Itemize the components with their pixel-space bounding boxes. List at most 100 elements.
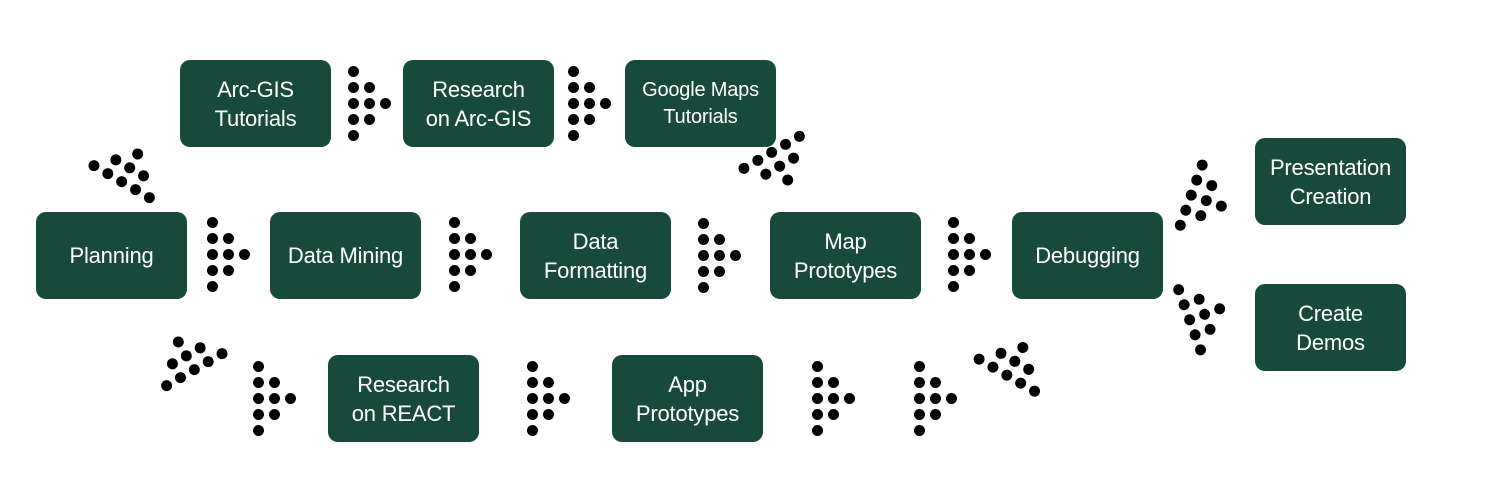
connector-dot [948,233,959,244]
connector-dot [930,409,941,420]
connector-dot [980,249,991,260]
connector-dot [348,82,359,93]
arrow-debugging-to-create-demos-diagonal-icon [1168,268,1240,360]
connector-dot [253,361,264,372]
connector-dot [948,281,959,292]
connector-dot [568,82,579,93]
connector-dot [786,150,802,166]
connector-dot [1013,375,1029,391]
connector-dot [1171,282,1186,297]
connector-dot [130,146,146,162]
node-data-mining[interactable]: Data Mining [270,212,421,299]
node-label: Debugging [1035,243,1140,268]
node-debugging[interactable]: Debugging [1012,212,1163,299]
connector-dot [449,265,460,276]
node-label: Google Maps Tutorials [642,78,759,128]
connector-dot [269,409,280,420]
connector-dot [364,98,375,109]
arrow-arcgis-tutorials-to-research-arcgis-icon [345,63,393,143]
connector-dot [568,114,579,125]
node-label: Create Demos [1296,300,1365,355]
connector-dot [207,281,218,292]
node-research-arcgis[interactable]: Research on Arc-GIS [403,60,554,147]
node-arcgis-tutorials[interactable]: Arc-GIS Tutorials [180,60,331,147]
connector-dot [914,393,925,404]
connector-dot [1195,158,1210,173]
connector-dot [527,425,538,436]
connector-dot [568,130,579,141]
connector-dot [364,82,375,93]
connector-dot [172,370,188,386]
connector-dot [465,265,476,276]
connector-dot [812,393,823,404]
connector-dot [714,266,725,277]
connector-dot [999,367,1015,383]
connector-dot [714,234,725,245]
connector-dot [207,233,218,244]
connector-dot [985,359,1001,375]
connector-dot [930,393,941,404]
connector-dot [1197,307,1212,322]
node-data-formatting[interactable]: Data Formatting [520,212,671,299]
connector-dot [1173,218,1188,233]
connector-dot [948,217,959,228]
connector-dot [1184,188,1199,203]
connector-dot [812,377,823,388]
connector-dot [964,265,975,276]
connector-dot [993,345,1009,361]
connector-dot [1214,199,1229,214]
connector-dot [778,136,794,152]
connector-dot [543,409,554,420]
node-app-prototypes[interactable]: App Prototypes [612,355,763,442]
connector-dot [269,393,280,404]
connector-dot [559,393,570,404]
connector-dot [108,152,124,168]
node-label: Map Prototypes [793,228,898,283]
node-label: Presentation Creation [1269,154,1392,209]
arrow-map-prototypes-to-debugging-icon [945,214,993,294]
connector-dot [449,249,460,260]
connector-dot [481,249,492,260]
connector-dot [1021,361,1037,377]
connector-dot [449,281,460,292]
connector-dot [207,249,218,260]
connector-dot [772,158,788,174]
connector-dot [253,377,264,388]
connector-dot [971,351,987,367]
node-label: Arc-GIS Tutorials [214,76,297,131]
arrow-app-prototypes-forward-2-icon [911,358,959,438]
connector-dot [948,249,959,260]
connector-dot [223,265,234,276]
connector-dot [584,82,595,93]
arrow-planning-to-data-mining-icon [204,214,252,294]
connector-dot [764,144,780,160]
connector-dot [584,114,595,125]
arrow-app-prototypes-to-debugging-diagonal-icon [968,321,1061,403]
connector-dot [828,377,839,388]
arrow-research-react-to-app-prototypes-icon [524,358,572,438]
node-label: Research on Arc-GIS [425,76,532,131]
connector-dot [527,409,538,420]
connector-dot [141,190,157,206]
connector-dot [698,250,709,261]
node-research-react[interactable]: Research on REACT [328,355,479,442]
connector-dot [178,348,194,364]
node-google-maps-tutorials[interactable]: Google Maps Tutorials [625,60,776,147]
connector-dot [364,114,375,125]
connector-dot [1203,322,1218,337]
connector-dot [914,425,925,436]
node-label: Data Mining [287,243,404,268]
node-map-prototypes[interactable]: Map Prototypes [770,212,921,299]
connector-dot [1015,339,1031,355]
connector-dot [186,362,202,378]
connector-dot [1212,301,1227,316]
connector-dot [223,249,234,260]
node-presentation-creation[interactable]: Presentation Creation [1255,138,1406,225]
arrow-planning-to-research-react-diagonal-icon [140,315,233,397]
node-create-demos[interactable]: Create Demos [1255,284,1406,371]
connector-dot [100,166,116,182]
node-planning[interactable]: Planning [36,212,187,299]
connector-dot [750,152,766,168]
connector-dot [698,218,709,229]
connector-dot [914,377,925,388]
